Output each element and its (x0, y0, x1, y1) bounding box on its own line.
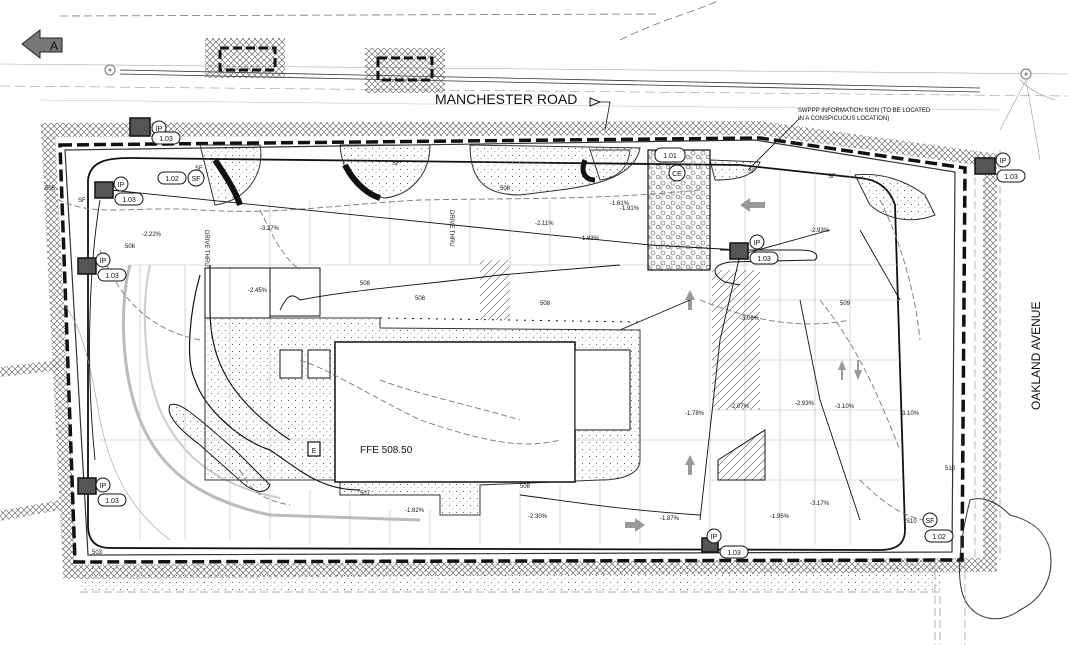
tag-1-03-w3: 1.03 (105, 498, 119, 505)
tag-1-02-se: 1.02 (932, 534, 946, 541)
road-label-arrow (589, 97, 602, 107)
manchester-road-label: MANCHESTER ROAD (435, 91, 577, 107)
section-marker-label: A (50, 39, 58, 53)
south-stipple-strip (80, 562, 940, 592)
ip-label-5: IP (754, 240, 761, 247)
inlet-protection-markers: IP 1.03 IP 1.03 1.02 SF IP 1.03 IP 1.03 … (77, 117, 1026, 559)
slope-11: -3.10% (835, 404, 855, 410)
flow-lines (89, 189, 901, 521)
sf-circle-1: SF (192, 176, 201, 183)
tag-1-03-ne: 1.03 (1004, 174, 1018, 181)
slope-2: -3.27% (260, 226, 280, 232)
pavement-area (87, 157, 906, 551)
slope-15: -2.07% (730, 404, 750, 410)
tag-1-03-w1: 1.03 (122, 197, 136, 204)
slope-4: -1.61% (610, 201, 630, 207)
contour-507: 507 (360, 491, 371, 497)
sf-label-4: SF (748, 169, 756, 175)
construction-entrance: 1.01 CE (647, 147, 711, 271)
contour-508-a: 508 (500, 186, 511, 192)
manchester-road-edges (0, 0, 1068, 111)
traffic-arrows (625, 198, 862, 532)
ip-label-6: IP (1000, 158, 1007, 165)
contour-505: 505 (45, 186, 56, 192)
ip-label-4: IP (100, 483, 107, 490)
slope-12: -3.17% (810, 501, 830, 507)
slope-9: -2.93% (810, 228, 830, 234)
slope-13: -1.78% (685, 411, 705, 417)
ffe-label: FFE 508.50 (360, 445, 413, 456)
misc-marks (0, 79, 1056, 645)
section-marker-a: A (21, 28, 63, 60)
slope-18: -3.10% (900, 411, 920, 417)
slope-10: -2.93% (795, 401, 815, 407)
sf-circle-2: SF (926, 518, 935, 525)
slope-14: -1.95% (770, 514, 790, 520)
slope-7: -1.91% (620, 206, 640, 212)
swppp-note-line2: IN A CONSPICUOUS LOCATION) (798, 116, 889, 122)
ce-label: CE (672, 171, 682, 178)
contour-lines (49, 189, 931, 541)
slope-16: -1.87% (660, 516, 680, 522)
slope-8: -3.06% (740, 316, 760, 322)
slope-5: -2.45% (248, 288, 268, 294)
tag-1-03-w2: 1.03 (105, 273, 119, 280)
contour-508-e: 508 (360, 281, 371, 287)
contour-labels: 503 505 506 507 508 508 508 508 508 509 … (45, 186, 956, 556)
sf-label-5: SF (78, 198, 86, 204)
tag-1-01: 1.01 (663, 153, 677, 160)
swppp-note-line1: SWPPP INFORMATION SIGN (TO BE LOCATED (798, 108, 931, 114)
contour-508-b: 508 (415, 296, 426, 302)
contour-508-d: 508 (520, 484, 531, 490)
e-label: E (312, 448, 317, 455)
sf-label-2: SF (392, 161, 400, 167)
silt-fence-boundary (40, 120, 997, 580)
ip-label-2: IP (118, 182, 125, 189)
contour-503: 503 (92, 550, 103, 556)
oakland-avenue-label: OAKLAND AVENUE (1029, 302, 1043, 410)
slope-19: -2.30% (528, 514, 548, 520)
s10-label: S10 (906, 519, 917, 525)
tag-1-03-nw: 1.03 (159, 136, 173, 143)
contour-508-c: 508 (540, 301, 551, 307)
ip-label-7: IP (711, 534, 718, 541)
drive-thru-label-north: DRIVE THRU (448, 210, 454, 247)
sf-label-3: SF (828, 174, 836, 180)
ip-label-1: IP (156, 126, 163, 133)
contour-506: 506 (125, 244, 136, 250)
ip-label-3: IP (100, 258, 107, 265)
tag-1-03-s: 1.03 (727, 550, 741, 557)
contour-509: 509 (840, 301, 851, 307)
sf-label-1: SF (195, 166, 203, 172)
building-area: FFE 508.50 E (204, 267, 641, 516)
contour-510: 510 (945, 466, 956, 472)
utility-poles (104, 64, 1032, 80)
slope-labels: -2.22% -3.27% -2.11% -1.61% -2.45% -1.83… (142, 201, 920, 522)
tag-1-02-w: 1.02 (165, 176, 179, 183)
slope-6: -1.83% (580, 236, 600, 242)
slope-1: -2.22% (142, 232, 162, 238)
silt-fence-labels: SF SF SF SF SF (78, 161, 836, 204)
building-footprint (334, 341, 576, 483)
slope-17: -1.82% (405, 508, 425, 514)
slope-3: -2.11% (535, 221, 554, 227)
north-islands (199, 144, 936, 221)
tag-1-03-center: 1.03 (757, 256, 771, 263)
inlet-protection-road (205, 38, 445, 93)
drive-thru-label-west: DRIVE THRU (203, 230, 209, 267)
